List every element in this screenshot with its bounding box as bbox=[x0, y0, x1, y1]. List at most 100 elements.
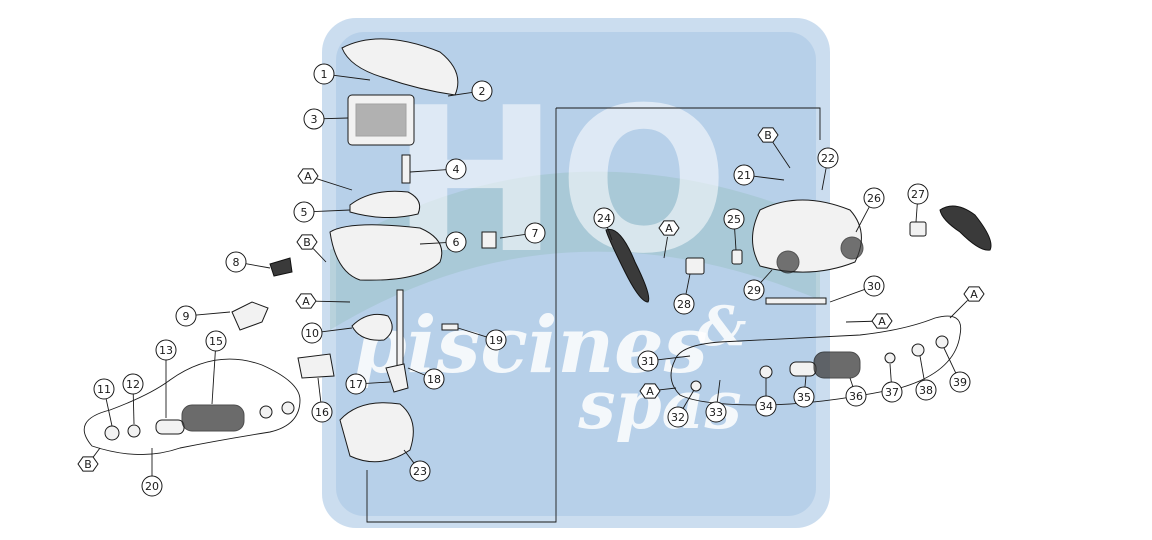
part-impeller-shaft bbox=[401, 154, 411, 184]
callout-number: 23 bbox=[413, 465, 427, 478]
marker-A: A bbox=[963, 286, 985, 302]
callout-circle bbox=[593, 207, 615, 229]
callout-number: 36 bbox=[849, 390, 863, 403]
part-track-left bbox=[605, 228, 650, 303]
callout-31: 31 bbox=[637, 350, 659, 372]
leader-line bbox=[333, 74, 371, 81]
part-clip bbox=[269, 257, 293, 277]
callout-number: 5 bbox=[301, 206, 308, 219]
part-brush-roller-right bbox=[813, 351, 861, 379]
leader-line bbox=[317, 377, 322, 403]
callout-number: 34 bbox=[759, 400, 773, 413]
leader-line bbox=[682, 389, 695, 409]
callout-number: 27 bbox=[911, 188, 925, 201]
callout-circle bbox=[733, 164, 755, 186]
marker-A: A bbox=[658, 220, 680, 236]
callout-20: 20 bbox=[141, 475, 163, 497]
leader-line bbox=[365, 381, 391, 384]
callout-number: 2 bbox=[479, 85, 486, 98]
leader-line bbox=[663, 236, 668, 259]
callout-number: 21 bbox=[737, 169, 751, 182]
callout-10: 10 bbox=[301, 322, 323, 344]
marker-letter: B bbox=[303, 236, 311, 249]
marker-hexagon bbox=[871, 313, 893, 329]
callout-9: 9 bbox=[175, 305, 197, 327]
leader-line bbox=[321, 327, 353, 333]
part-bushing-right bbox=[281, 401, 295, 415]
callout-26: 26 bbox=[863, 187, 885, 209]
leader-line bbox=[407, 367, 425, 376]
marker-hexagon bbox=[963, 286, 985, 302]
leader-line bbox=[403, 449, 415, 464]
callout-29: 29 bbox=[743, 279, 765, 301]
part-bushing-32 bbox=[690, 380, 702, 392]
part-cap-37 bbox=[884, 352, 896, 364]
callout-circle bbox=[293, 201, 315, 223]
part-tube-right bbox=[789, 361, 817, 377]
leader-lines bbox=[93, 74, 968, 476]
leader-line bbox=[132, 393, 135, 425]
part-handle-bracket bbox=[231, 301, 269, 331]
marker-hexagon bbox=[296, 234, 318, 250]
part-cap bbox=[481, 231, 497, 249]
callout-number: 3 bbox=[311, 113, 318, 126]
callout-6: 6 bbox=[445, 231, 467, 253]
callout-number: 13 bbox=[159, 344, 173, 357]
callout-circle bbox=[175, 305, 197, 327]
leader-line bbox=[829, 288, 865, 303]
leader-line bbox=[658, 387, 677, 391]
callout-circle bbox=[524, 222, 546, 244]
callout-circle bbox=[637, 350, 659, 372]
callout-39: 39 bbox=[949, 371, 971, 393]
callout-15: 15 bbox=[205, 330, 227, 352]
leader-line bbox=[716, 379, 721, 403]
leader-line bbox=[734, 228, 737, 251]
watermark-line1: piscines bbox=[352, 300, 707, 391]
callout-circle bbox=[863, 187, 885, 209]
callout-circle bbox=[705, 401, 727, 423]
callout-18: 18 bbox=[423, 368, 445, 390]
callout-number: 39 bbox=[953, 376, 967, 389]
callout-number: 31 bbox=[641, 355, 655, 368]
leader-line bbox=[804, 375, 807, 388]
part-end-cap-right bbox=[259, 405, 273, 419]
group-outlines bbox=[83, 107, 962, 523]
leader-line bbox=[312, 248, 327, 263]
callout-37: 37 bbox=[881, 381, 903, 403]
part-bracket-small bbox=[385, 363, 409, 393]
callout-circle bbox=[915, 379, 937, 401]
part-filter-grid bbox=[355, 103, 407, 137]
callout-25: 25 bbox=[723, 208, 745, 230]
callout-number: 17 bbox=[349, 378, 363, 391]
parts bbox=[104, 38, 992, 463]
watermark-logo-letters: HO bbox=[391, 65, 728, 298]
callout-circle bbox=[863, 275, 885, 297]
callout-number: 19 bbox=[489, 334, 503, 347]
callout-16: 16 bbox=[311, 401, 333, 423]
callout-circle bbox=[301, 322, 323, 344]
callout-number: 28 bbox=[677, 298, 691, 311]
part-motor-block bbox=[339, 402, 414, 463]
part-body-chassis bbox=[752, 199, 862, 273]
callout-number: 12 bbox=[126, 378, 140, 391]
part-cap-38 bbox=[911, 343, 925, 357]
part-flap bbox=[297, 353, 335, 379]
callout-number: 7 bbox=[532, 227, 539, 240]
leader-line bbox=[314, 300, 351, 303]
callout-28: 28 bbox=[673, 293, 695, 315]
callout-circle bbox=[907, 183, 929, 205]
marker-letter: B bbox=[84, 458, 92, 471]
callout-27: 27 bbox=[907, 183, 929, 205]
callout-12: 12 bbox=[122, 373, 144, 395]
leader-line bbox=[419, 242, 447, 245]
marker-A: A bbox=[871, 313, 893, 329]
leader-line bbox=[943, 347, 957, 374]
callout-circle bbox=[93, 378, 115, 400]
callout-circle bbox=[155, 339, 177, 361]
leader-line bbox=[447, 92, 473, 97]
leader-line bbox=[657, 355, 691, 361]
marker-letter: A bbox=[304, 170, 312, 183]
callout-36: 36 bbox=[845, 385, 867, 407]
callout-number: 1 bbox=[321, 68, 328, 81]
callout-number: 24 bbox=[597, 212, 611, 225]
